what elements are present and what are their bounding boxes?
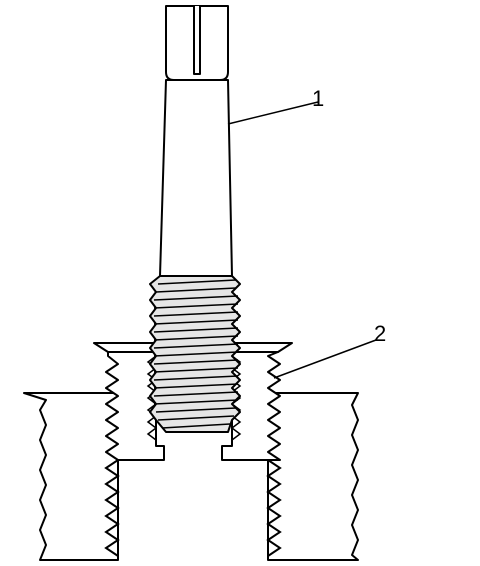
tool-thread-lines <box>153 279 239 429</box>
insert-flange-right <box>231 342 293 353</box>
base-block <box>23 392 359 561</box>
insert-flange-left <box>93 342 157 353</box>
base-block-left <box>23 392 119 561</box>
hole-thread-left <box>104 459 120 557</box>
tool-shaft <box>159 79 233 277</box>
leader-line-2 <box>273 339 377 379</box>
callout-label-2: 2 <box>374 321 387 346</box>
base-block-right <box>267 392 359 561</box>
tool-head-slot <box>193 6 201 75</box>
hole-thread-right <box>266 459 282 557</box>
callout-label-1: 1 <box>312 86 325 111</box>
leader-line-1 <box>227 101 319 125</box>
